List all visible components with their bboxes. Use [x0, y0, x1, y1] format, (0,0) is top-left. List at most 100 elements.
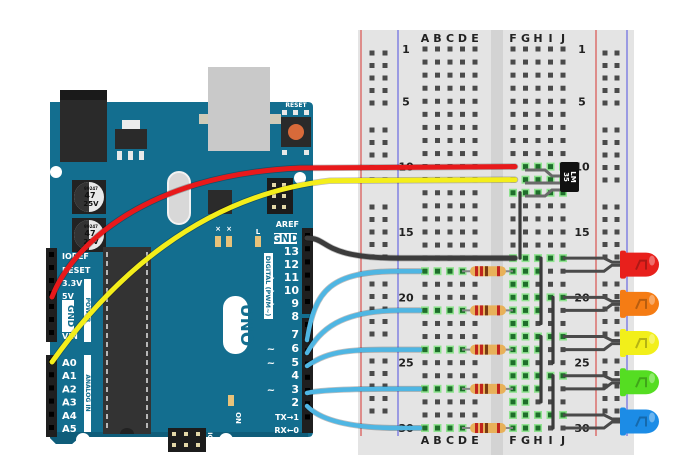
- breadboard-hole[interactable]: [548, 399, 553, 405]
- breadboard-hole[interactable]: [472, 203, 478, 209]
- breadboard-hole[interactable]: [447, 412, 453, 418]
- breadboard-hole[interactable]: [472, 111, 478, 117]
- rail-hole[interactable]: [369, 319, 375, 324]
- breadboard-hole[interactable]: [560, 242, 566, 248]
- breadboard-hole[interactable]: [460, 281, 465, 287]
- rail-hole[interactable]: [369, 217, 375, 222]
- rail-hole[interactable]: [602, 331, 608, 337]
- breadboard-hole[interactable]: [548, 164, 553, 170]
- breadboard-hole[interactable]: [422, 386, 428, 392]
- rail-hole[interactable]: [369, 152, 375, 158]
- rail-hole[interactable]: [614, 408, 620, 414]
- 5v-wire[interactable]: [49, 164, 518, 300]
- rail-hole[interactable]: [614, 294, 620, 299]
- breadboard-hole[interactable]: [535, 242, 541, 248]
- breadboard-hole[interactable]: [472, 373, 478, 379]
- breadboard-hole[interactable]: [447, 203, 453, 209]
- breadboard-hole[interactable]: [422, 72, 428, 78]
- breadboard-hole[interactable]: [548, 307, 553, 313]
- breadboard-hole[interactable]: [535, 190, 541, 196]
- breadboard-hole[interactable]: [460, 124, 465, 130]
- rail-hole[interactable]: [369, 229, 375, 235]
- rail-hole[interactable]: [614, 281, 620, 287]
- breadboard-hole[interactable]: [523, 347, 528, 353]
- breadboard-hole[interactable]: [523, 320, 528, 326]
- header-pin[interactable]: [305, 285, 310, 291]
- reset-button[interactable]: [288, 124, 304, 140]
- breadboard-hole[interactable]: [548, 281, 553, 287]
- breadboard-hole[interactable]: [460, 203, 465, 209]
- breadboard-hole[interactable]: [535, 229, 541, 235]
- breadboard-hole[interactable]: [460, 59, 465, 65]
- breadboard-hole[interactable]: [422, 320, 428, 326]
- breadboard-hole[interactable]: [523, 111, 528, 117]
- breadboard-hole[interactable]: [435, 347, 440, 353]
- header-pin[interactable]: [305, 299, 310, 304]
- breadboard-hole[interactable]: [523, 177, 528, 183]
- breadboard-hole[interactable]: [510, 59, 516, 65]
- rail-hole[interactable]: [614, 177, 620, 183]
- breadboard-hole[interactable]: [422, 98, 428, 104]
- breadboard-hole[interactable]: [523, 229, 528, 235]
- rail-hole[interactable]: [602, 217, 608, 222]
- breadboard-hole[interactable]: [535, 412, 541, 418]
- breadboard-hole[interactable]: [422, 216, 428, 222]
- rail-hole[interactable]: [602, 229, 608, 235]
- rail-hole[interactable]: [602, 127, 608, 133]
- rail-hole[interactable]: [602, 204, 608, 210]
- breadboard-hole[interactable]: [560, 137, 566, 143]
- rail-hole[interactable]: [614, 50, 620, 56]
- breadboard-hole[interactable]: [435, 386, 440, 392]
- breadboard-hole[interactable]: [535, 255, 541, 261]
- breadboard-hole[interactable]: [523, 242, 528, 248]
- rail-hole[interactable]: [382, 281, 388, 287]
- rail-hole[interactable]: [602, 396, 608, 401]
- breadboard-hole[interactable]: [548, 177, 553, 183]
- breadboard-hole[interactable]: [472, 412, 478, 418]
- breadboard-hole[interactable]: [510, 412, 516, 418]
- breadboard-hole[interactable]: [560, 203, 566, 209]
- breadboard-hole[interactable]: [460, 151, 465, 157]
- rail-hole[interactable]: [614, 75, 620, 81]
- breadboard-hole[interactable]: [447, 72, 453, 78]
- rail-hole[interactable]: [602, 371, 608, 376]
- breadboard-hole[interactable]: [535, 399, 541, 405]
- rail-hole[interactable]: [382, 331, 388, 337]
- breadboard-hole[interactable]: [510, 229, 516, 235]
- rail-hole[interactable]: [602, 358, 608, 364]
- breadboard-hole[interactable]: [510, 85, 516, 91]
- breadboard-hole[interactable]: [548, 46, 553, 52]
- breadboard-hole[interactable]: [535, 98, 541, 104]
- breadboard-hole[interactable]: [447, 360, 453, 366]
- breadboard-hole[interactable]: [460, 399, 465, 405]
- rail-hole[interactable]: [602, 165, 608, 170]
- pin5-wire[interactable]: [304, 308, 423, 356]
- rail-hole[interactable]: [614, 165, 620, 170]
- breadboard-hole[interactable]: [447, 124, 453, 130]
- header-pin[interactable]: [305, 388, 310, 393]
- breadboard-hole[interactable]: [435, 46, 440, 52]
- breadboard-hole[interactable]: [510, 151, 516, 157]
- breadboard-hole[interactable]: [535, 46, 541, 52]
- rail-hole[interactable]: [614, 204, 620, 210]
- breadboard-hole[interactable]: [523, 294, 528, 300]
- breadboard-hole[interactable]: [422, 203, 428, 209]
- breadboard-hole[interactable]: [535, 137, 541, 143]
- breadboard-hole[interactable]: [523, 46, 528, 52]
- rail-hole[interactable]: [382, 396, 388, 401]
- header-pin[interactable]: [49, 265, 54, 270]
- rail-hole[interactable]: [602, 50, 608, 56]
- breadboard-hole[interactable]: [560, 124, 566, 130]
- breadboard-hole[interactable]: [447, 268, 453, 274]
- gnd-wire[interactable]: [304, 235, 518, 261]
- breadboard-hole[interactable]: [472, 320, 478, 326]
- rail-hole[interactable]: [382, 100, 388, 106]
- breadboard-hole[interactable]: [535, 216, 541, 222]
- breadboard-hole[interactable]: [548, 294, 553, 300]
- breadboard-hole[interactable]: [560, 59, 566, 65]
- rail-hole[interactable]: [614, 100, 620, 106]
- rail-hole[interactable]: [369, 408, 375, 414]
- breadboard-hole[interactable]: [548, 373, 553, 379]
- breadboard-hole[interactable]: [510, 373, 516, 379]
- breadboard-hole[interactable]: [523, 72, 528, 78]
